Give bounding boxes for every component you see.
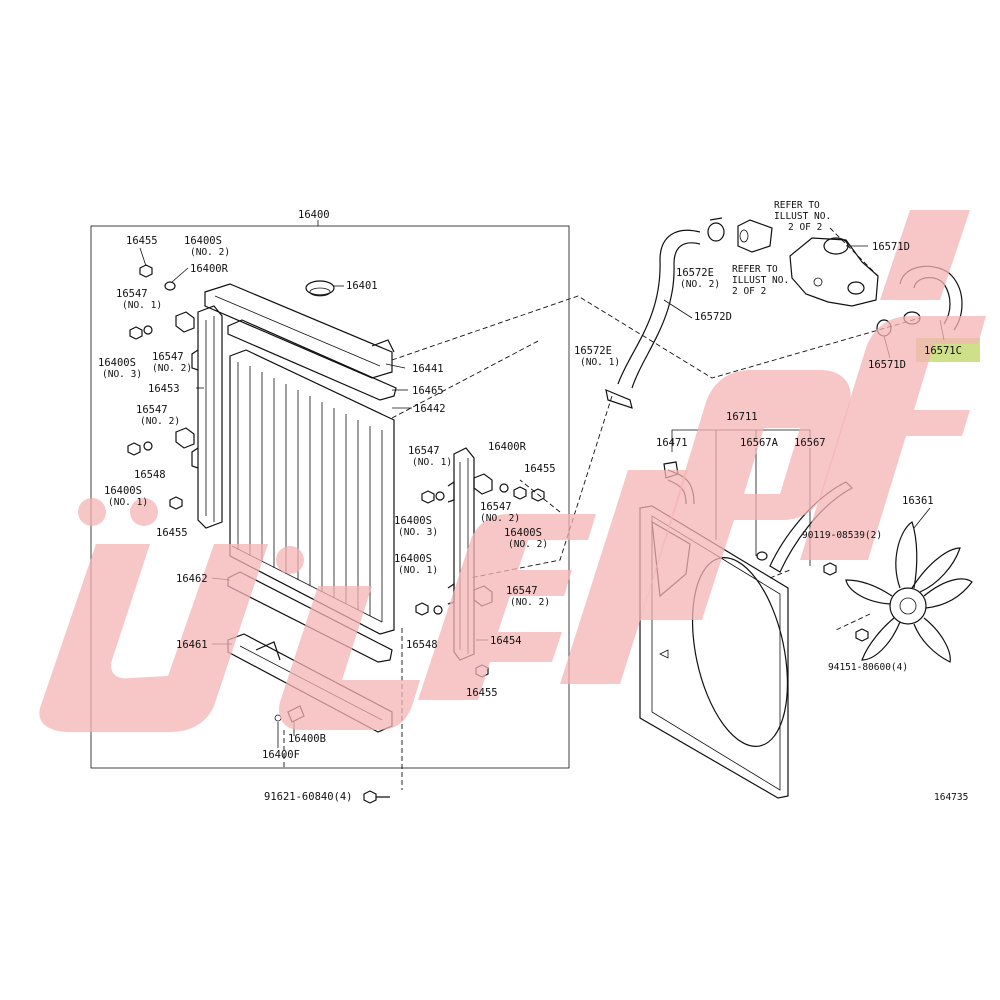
hose-clamp-16572e[interactable] xyxy=(707,217,725,242)
label-16548[interactable]: 16548 xyxy=(406,639,438,651)
refer-note: ILLUST NO. xyxy=(774,211,831,222)
label-16711[interactable]: 16711 xyxy=(726,411,758,423)
label-16442[interactable]: 16442 xyxy=(414,403,446,415)
label-16400[interactable]: 16400 xyxy=(298,209,330,221)
label-16453[interactable]: 16453 xyxy=(148,383,180,395)
label-16547[interactable]: 16547 xyxy=(506,585,538,597)
label-sub: (NO. 1) xyxy=(412,457,452,468)
label-sub: (NO. 1) xyxy=(108,497,148,508)
label-16455[interactable]: 16455 xyxy=(466,687,498,699)
label-16401[interactable]: 16401 xyxy=(346,280,378,292)
label-sub: (NO. 2) xyxy=(680,279,720,290)
cooling-fan-16361[interactable] xyxy=(845,521,973,663)
label-sub: (NO. 1) xyxy=(398,565,438,576)
label-16567[interactable]: 16567 xyxy=(794,437,826,449)
label-sub: (NO. 1) xyxy=(122,300,162,311)
label-sub: (NO. 2) xyxy=(508,539,548,550)
refer-note: ILLUST NO. xyxy=(732,275,789,286)
watermark xyxy=(39,210,986,732)
label-16400s[interactable]: 16400S xyxy=(394,515,432,527)
refer-note: 2 OF 2 xyxy=(732,286,766,297)
refer-note: REFER TO xyxy=(732,264,778,275)
label-16572e[interactable]: 16572E xyxy=(676,267,714,279)
label-16461[interactable]: 16461 xyxy=(176,639,208,651)
label-sub: (NO. 2) xyxy=(140,416,180,427)
water-outlet[interactable] xyxy=(737,219,773,253)
label-16400s[interactable]: 16400S xyxy=(184,235,222,247)
label-91621[interactable]: 91621-60840(4) xyxy=(264,791,353,803)
label-90119[interactable]: 90119-08539(2) xyxy=(802,530,882,541)
label-16548[interactable]: 16548 xyxy=(134,469,166,481)
thermostat-housing[interactable] xyxy=(789,227,879,307)
assembly-frame-16400 xyxy=(90,225,570,769)
label-16572e[interactable]: 16572E xyxy=(574,345,612,357)
label-16400s[interactable]: 16400S xyxy=(504,527,542,539)
label-16471[interactable]: 16471 xyxy=(656,437,688,449)
figure-code: 164735 xyxy=(934,792,968,803)
side-bracket-16453[interactable] xyxy=(191,305,223,529)
fasteners-left xyxy=(127,264,195,510)
label-sub: (NO. 3) xyxy=(102,369,142,380)
upper-hose-16572d[interactable] xyxy=(605,229,701,409)
grommet-16567a[interactable] xyxy=(756,551,768,561)
label-16547[interactable]: 16547 xyxy=(152,351,184,363)
label-16465[interactable]: 16465 xyxy=(412,385,444,397)
label-sub: (NO. 2) xyxy=(190,247,230,258)
fasteners-right xyxy=(363,473,545,804)
label-sub: (NO. 2) xyxy=(510,597,550,608)
shroud-screw-90119 xyxy=(823,562,837,576)
label-16567a[interactable]: 16567A xyxy=(740,437,779,449)
label-16400b[interactable]: 16400B xyxy=(288,733,326,745)
label-16361[interactable]: 16361 xyxy=(902,495,934,507)
radiator-cap-16401[interactable] xyxy=(305,280,344,297)
part-labels: 16400 16455 16400S (NO. 2) 16400R 16547 … xyxy=(98,200,968,803)
label-16400s[interactable]: 16400S xyxy=(98,357,136,369)
gasket-16465[interactable] xyxy=(227,319,397,401)
refer-note: REFER TO xyxy=(774,200,820,211)
label-16547[interactable]: 16547 xyxy=(480,501,512,513)
label-16572d[interactable]: 16572D xyxy=(694,311,732,323)
label-16571c[interactable]: 16571C xyxy=(924,345,962,357)
label-16571d[interactable]: 16571D xyxy=(868,359,906,371)
label-16400s[interactable]: 16400S xyxy=(394,553,432,565)
label-16455[interactable]: 16455 xyxy=(126,235,158,247)
label-16547[interactable]: 16547 xyxy=(116,288,148,300)
fan-nut-94151 xyxy=(855,628,869,642)
label-sub: (NO. 2) xyxy=(480,513,520,524)
label-16400s[interactable]: 16400S xyxy=(104,485,142,497)
refer-note: 2 OF 2 xyxy=(788,222,822,233)
label-16455[interactable]: 16455 xyxy=(524,463,556,475)
label-16441[interactable]: 16441 xyxy=(412,363,444,375)
label-16400f[interactable]: 16400F xyxy=(262,749,300,761)
label-16547[interactable]: 16547 xyxy=(408,445,440,457)
label-sub: (NO. 3) xyxy=(398,527,438,538)
label-16455[interactable]: 16455 xyxy=(156,527,188,539)
label-16400r[interactable]: 16400R xyxy=(190,263,229,275)
upper-tank-16441[interactable] xyxy=(204,283,395,379)
label-16547[interactable]: 16547 xyxy=(136,404,168,416)
label-16571d[interactable]: 16571D xyxy=(872,241,910,253)
label-94151[interactable]: 94151-80600(4) xyxy=(828,662,908,673)
label-16454[interactable]: 16454 xyxy=(490,635,522,647)
label-sub: (NO. 1) xyxy=(580,357,620,368)
label-16462[interactable]: 16462 xyxy=(176,573,208,585)
label-16400r[interactable]: 16400R xyxy=(488,441,527,453)
label-sub: (NO. 2) xyxy=(152,363,192,374)
